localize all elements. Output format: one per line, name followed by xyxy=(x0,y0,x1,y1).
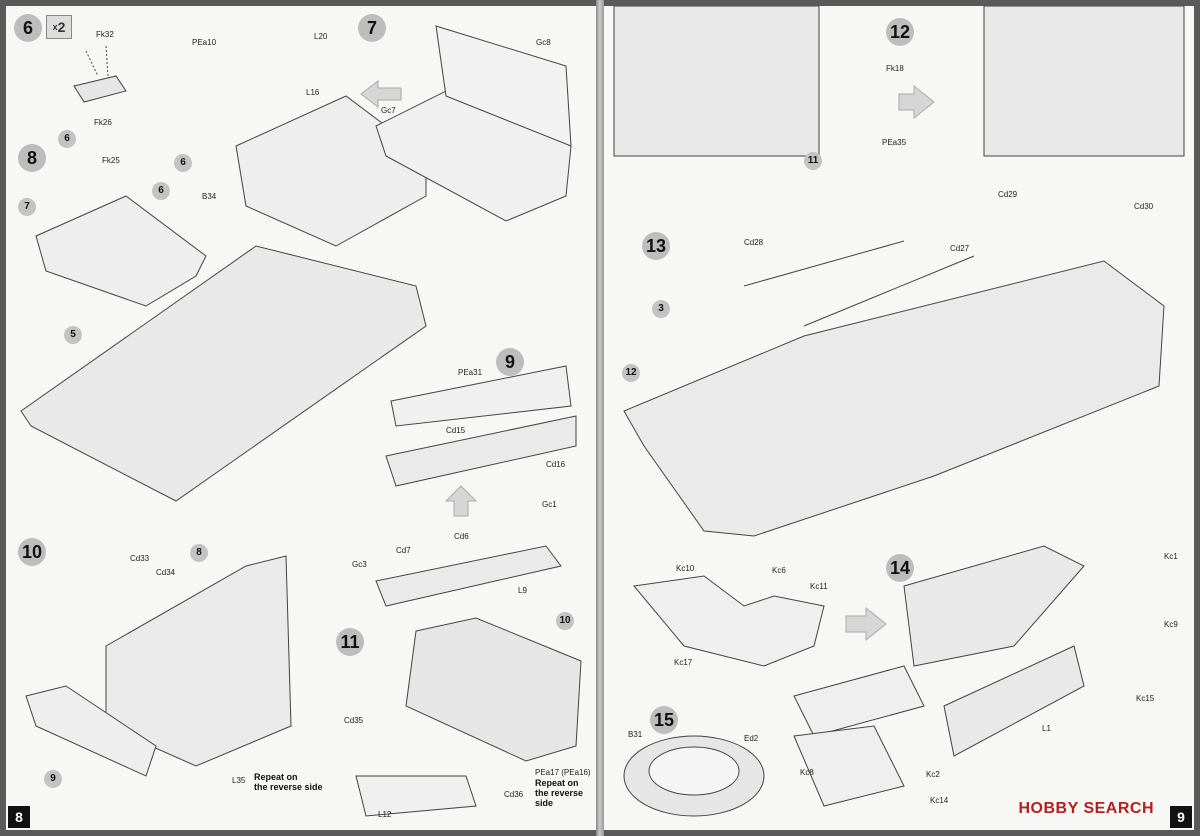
part-label-cd15: Cd15 xyxy=(446,426,466,435)
callout-5: 5 xyxy=(64,326,82,344)
step-10-badge: 10 xyxy=(18,538,46,566)
step-7-badge: 7 xyxy=(358,14,386,42)
part-label-gc8: Gc8 xyxy=(536,38,551,47)
repeat-note-l35-line1: Repeat on xyxy=(254,772,298,782)
part-label-cd16: Cd16 xyxy=(546,460,566,469)
part-label-pea31: PEa31 xyxy=(458,368,483,377)
part-label-gc1: Gc1 xyxy=(542,500,557,509)
hull-side-drawing-left xyxy=(613,6,820,157)
right-page-drawings xyxy=(613,6,1185,817)
part-label-b34: B34 xyxy=(202,192,217,201)
frame-drawing-step9 xyxy=(385,415,577,487)
watermark-logo: HOBBY SEARCH xyxy=(1019,800,1155,818)
repeat-note-l35-line2: the reverse side xyxy=(254,782,323,792)
step-8-badge: 8 xyxy=(18,144,46,172)
callout-9: 9 xyxy=(44,770,62,788)
part-label-cd7: Cd7 xyxy=(396,546,411,555)
repeat-note-pea17: Repeat on the reverse side xyxy=(535,778,583,808)
repeat-note-pea17-line2: the reverse xyxy=(535,788,584,798)
part-label-fk25: Fk25 xyxy=(102,156,120,165)
part-label-pea35: PEa35 xyxy=(882,138,907,147)
hull-drawing-step8 xyxy=(20,245,427,502)
quantity-value: 2 xyxy=(57,19,66,35)
part-label-cd28: Cd28 xyxy=(744,238,764,247)
part-label-kc15: Kc15 xyxy=(1136,694,1155,703)
part-label-l12: L12 xyxy=(378,810,392,819)
callout-8: 8 xyxy=(190,544,208,562)
part-label-kc8: Kc8 xyxy=(800,768,814,777)
page-number-left: 8 xyxy=(8,806,30,828)
step-13-badge: 13 xyxy=(642,232,670,260)
repeat-note-pea17-line3: side xyxy=(535,798,554,808)
callout-11: 11 xyxy=(804,152,822,170)
part-label-kc9: Kc9 xyxy=(1164,620,1178,629)
step-11-badge: 11 xyxy=(336,628,364,656)
book-gutter xyxy=(596,0,604,836)
part-label-fk32: Fk32 xyxy=(96,30,114,39)
part-label-cd30: Cd30 xyxy=(1134,202,1154,211)
part-label-l35: L35 xyxy=(232,776,246,785)
step-15-badge: 15 xyxy=(650,706,678,734)
deck-plate-drawing xyxy=(35,195,207,307)
kc-frame-drawing xyxy=(633,575,825,667)
rear-hull-drawing-step11 xyxy=(405,617,582,762)
callout-6c: 6 xyxy=(174,154,192,172)
part-label-cd29: Cd29 xyxy=(998,190,1018,199)
quantity-prefix: x xyxy=(52,22,58,32)
hull-side-drawing-right xyxy=(983,6,1185,157)
part-label-kc14: Kc14 xyxy=(930,796,949,805)
callout-7: 7 xyxy=(18,198,36,216)
part-label-fk26: Fk26 xyxy=(94,118,112,127)
part-label-cd36: Cd36 xyxy=(504,790,524,799)
part-label-cd35: Cd35 xyxy=(344,716,364,725)
callout-12: 12 xyxy=(622,364,640,382)
step-12-badge: 12 xyxy=(886,18,914,46)
part-label-l20: L20 xyxy=(314,32,328,41)
l1-plate-drawing xyxy=(943,645,1085,757)
left-page: 6 x2 7 8 9 10 11 Fk32 Fk26 PEa10 L20 L16… xyxy=(6,6,596,830)
part-label-kc6: Kc6 xyxy=(772,566,786,575)
part-label-l16: L16 xyxy=(306,88,320,97)
right-page: 12 13 14 15 Fk18 PEa35 Cd29 Cd30 Cd28 Cd… xyxy=(604,6,1194,830)
kc-assembly-drawing xyxy=(903,545,1085,667)
part-label-kc17: Kc17 xyxy=(674,658,693,667)
repeat-note-pea17-line1: Repeat on xyxy=(535,778,579,788)
part-label-cd34: Cd34 xyxy=(156,568,176,577)
callout-10: 10 xyxy=(556,612,574,630)
part-label-kc1: Kc1 xyxy=(1164,552,1178,561)
part-label-l1: L1 xyxy=(1042,724,1051,733)
callout-3: 3 xyxy=(652,300,670,318)
step-9-badge: 9 xyxy=(496,348,524,376)
part-label-pea17: PEa17 (PEa16) xyxy=(535,768,591,777)
part-label-l9: L9 xyxy=(518,586,527,595)
l9-bar-drawing xyxy=(375,545,562,607)
part-label-kc11: Kc11 xyxy=(810,582,828,591)
repeat-note-l35: Repeat on the reverse side xyxy=(254,772,323,792)
callout-6a: 6 xyxy=(58,130,76,148)
part-label-b31: B31 xyxy=(628,730,643,739)
part-label-pea10: PEa10 xyxy=(192,38,217,47)
callout-6b: 6 xyxy=(152,182,170,200)
quantity-badge: x2 xyxy=(46,15,72,39)
part-label-ed2: Ed2 xyxy=(744,734,759,743)
part-label-cd6: Cd6 xyxy=(454,532,469,541)
kc2-plate-drawing xyxy=(793,665,925,737)
part-label-kc2: Kc2 xyxy=(926,770,940,779)
part-label-kc10: Kc10 xyxy=(676,564,695,573)
part-label-gc7: Gc7 xyxy=(381,106,396,115)
part-label-cd33: Cd33 xyxy=(130,554,150,563)
part-label-fk18: Fk18 xyxy=(886,64,904,73)
part-label-cd27: Cd27 xyxy=(950,244,970,253)
part-fk26-drawing xyxy=(73,75,127,103)
page-number-right: 9 xyxy=(1170,806,1192,828)
part-label-gc3: Gc3 xyxy=(352,560,367,569)
watermark-text: HOBBY SEARCH xyxy=(1018,800,1154,817)
step-6-badge: 6 xyxy=(14,14,42,42)
step-14-badge: 14 xyxy=(886,554,914,582)
hull-drawing-step13 xyxy=(623,260,1165,537)
left-page-drawings xyxy=(20,25,582,817)
